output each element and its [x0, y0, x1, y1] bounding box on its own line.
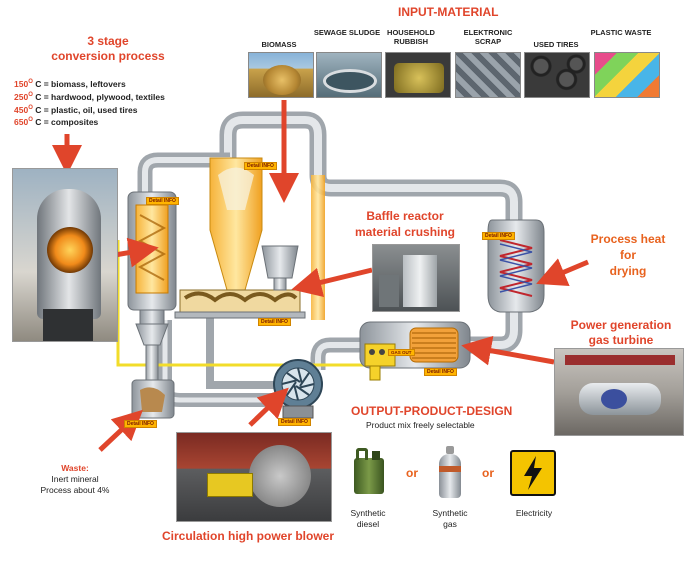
- arrow-turbine: [461, 335, 555, 366]
- waste-title: Waste:: [61, 463, 89, 473]
- reactor-photo: [12, 168, 118, 342]
- product-gas-line1: Synthetic: [432, 508, 468, 518]
- detail-info-turbine[interactable]: Detail INFO: [424, 368, 457, 376]
- product-label-electricity: Electricity: [506, 508, 562, 519]
- material-label-tires: USED TIRES: [533, 40, 579, 49]
- detail-info-cyclone[interactable]: Detail INFO: [244, 162, 277, 170]
- waste-line2: Process about 4%: [40, 485, 110, 495]
- material-label-household: HOUSEHOLD RUBBISH: [387, 28, 435, 46]
- heat-label-line1: Process heat: [590, 232, 666, 246]
- detail-info-blower[interactable]: Detail INFO: [278, 418, 311, 426]
- detail-info-reactor[interactable]: Detail INFO: [146, 197, 179, 205]
- plastic-waste-photo: [594, 52, 660, 98]
- arrow-baffle: [291, 267, 373, 298]
- crusher-hopper: [261, 245, 299, 279]
- product-gas-line2: gas: [443, 519, 457, 529]
- stage-item: 450O C = plastic, oil, used tires: [14, 104, 138, 115]
- power-label-line2: gas turbine: [588, 333, 654, 347]
- product-label-gas: Synthetic gas: [424, 508, 476, 530]
- baffle-label-line1: Baffle reactor: [366, 209, 444, 223]
- material-label-plastic: PLASTIC WASTE: [590, 28, 652, 37]
- rubbish-bin-photo: [385, 52, 451, 98]
- output-subtitle: Product mix freely selectable: [366, 420, 475, 430]
- baffle-label-line2: material crushing: [354, 225, 456, 239]
- or-separator-2: or: [482, 466, 494, 480]
- electronic-scrap-photo: [455, 52, 521, 98]
- stage-item: 250O C = hardwood, plywood, textiles: [14, 91, 165, 102]
- detail-info-heat-exchanger[interactable]: Detail INFO: [482, 232, 515, 240]
- arrow-heat: [536, 258, 589, 287]
- material-label-sewage: SEWAGE SLUDGE: [313, 28, 381, 37]
- process-heat-label: Process heat for drying: [582, 231, 674, 279]
- top-return-pipe: [219, 111, 523, 220]
- waste-label: Waste: Inert mineral Process about 4%: [30, 463, 120, 496]
- process-title-line1: 3 stage: [87, 34, 129, 48]
- stage-list: 150O C = biomass, leftovers 250O C = har…: [14, 77, 165, 128]
- material-label-biomass: BIOMASS: [261, 40, 297, 49]
- heat-label-line2: for: [620, 248, 636, 262]
- process-title-line2: conversion process: [51, 49, 165, 63]
- waste-line1: Inert mineral: [51, 474, 99, 484]
- high-voltage-icon: [510, 450, 556, 496]
- baffle-reactor-photo: [372, 244, 460, 312]
- jerrycan-icon: [352, 448, 386, 494]
- power-label-line1: Power generation: [570, 318, 672, 332]
- detail-info-waste[interactable]: Detail INFO: [124, 420, 157, 428]
- sewage-plant-photo: [316, 52, 382, 98]
- material-label-electronic: ELEKTRONIC SCRAP: [463, 28, 513, 46]
- gas-turbine-photo: [554, 348, 684, 436]
- stage-item: 650O C = composites: [14, 117, 99, 128]
- arrow-photo-to-reactor: [114, 237, 159, 268]
- tires-photo: [524, 52, 590, 98]
- arrow-blower: [248, 387, 289, 427]
- output-title: OUTPUT-PRODUCT-DESIGN: [351, 404, 513, 418]
- baffle-reactor-label: Baffle reactor material crushing: [340, 208, 470, 240]
- stage-item: 150O C = biomass, leftovers: [14, 78, 126, 89]
- hay-bale-photo: [248, 52, 314, 98]
- detail-info-crusher[interactable]: Detail INFO: [258, 318, 291, 326]
- input-material-title: INPUT-MATERIAL: [398, 5, 499, 19]
- product-diesel-line2: diesel: [356, 519, 380, 529]
- blower-photo: [176, 432, 332, 522]
- process-title: 3 stage conversion process: [51, 34, 164, 64]
- or-separator-1: or: [406, 466, 418, 480]
- gas-bottle-icon: [437, 446, 463, 498]
- product-electricity-line1: Electricity: [515, 508, 553, 518]
- product-diesel-line1: Synthetic: [350, 508, 386, 518]
- heat-label-line3: drying: [609, 264, 647, 278]
- product-label-diesel: Synthetic diesel: [342, 508, 394, 530]
- power-generation-label: Power generation gas turbine: [556, 318, 686, 348]
- blower-label: Circulation high power blower: [162, 529, 335, 543]
- gas-out-badge[interactable]: GAS OUT: [388, 349, 415, 356]
